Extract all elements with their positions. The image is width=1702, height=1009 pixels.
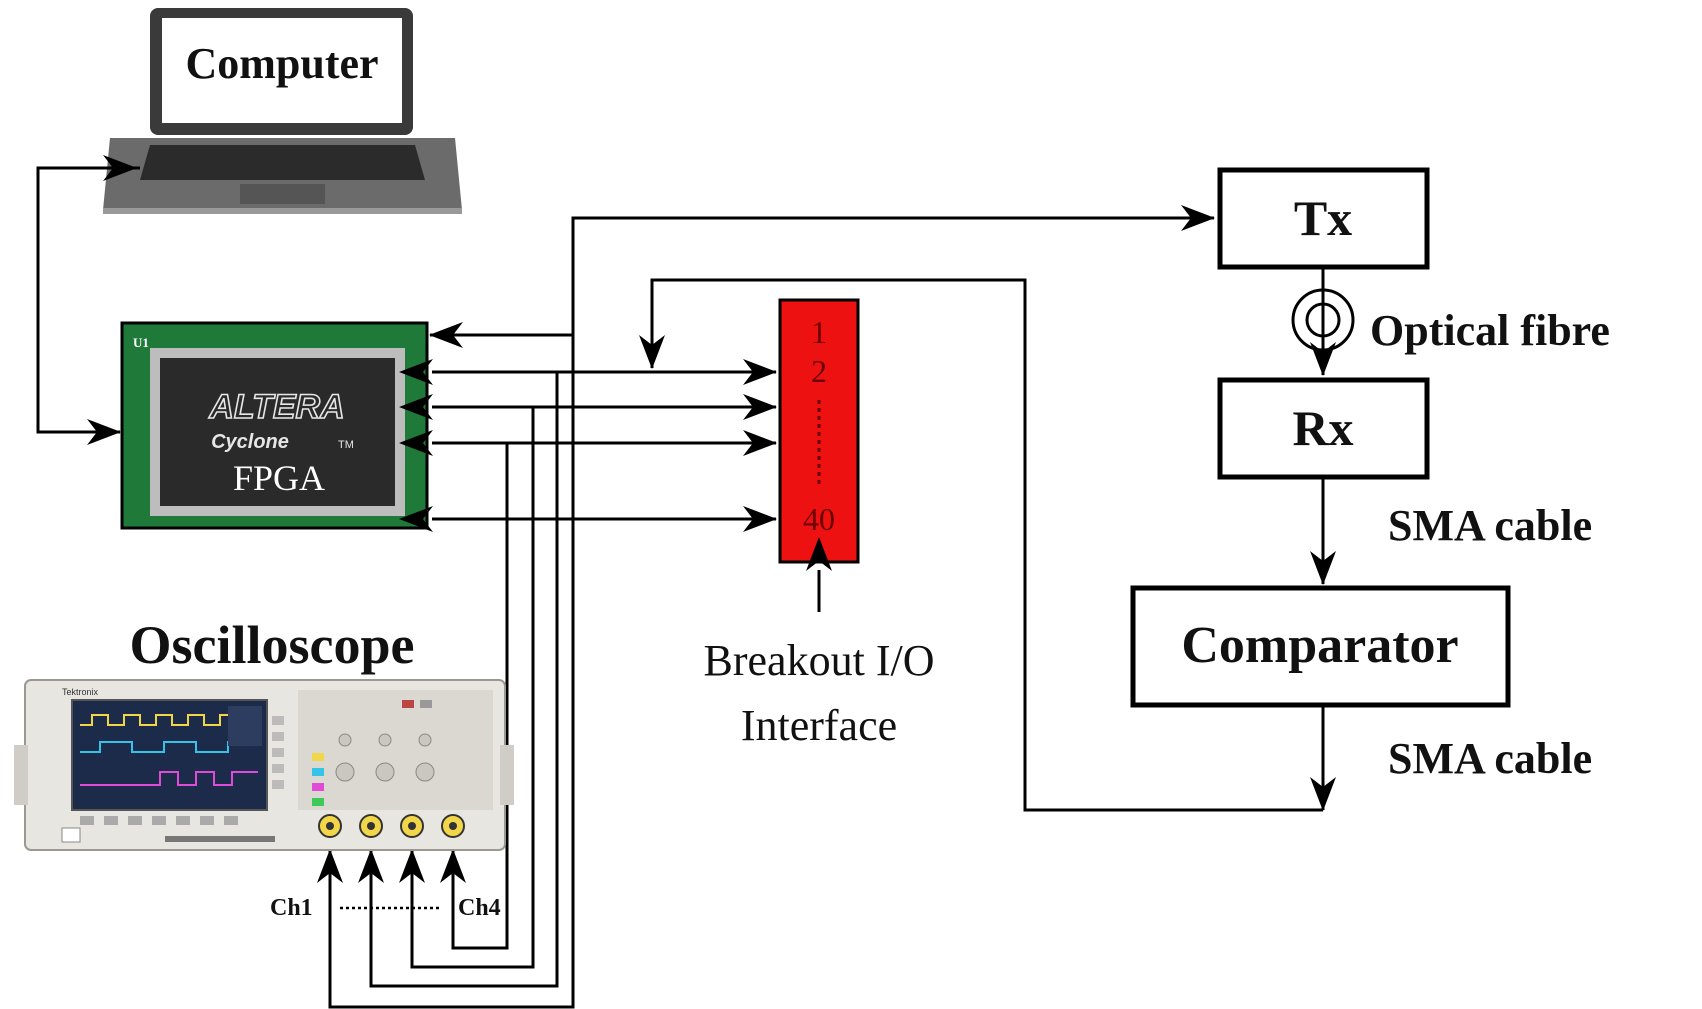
control-panel <box>298 690 493 810</box>
pin-2: 2 <box>811 353 827 389</box>
power-button[interactable] <box>62 828 80 842</box>
knob-3[interactable] <box>379 734 391 746</box>
breakout-label-1: Breakout I/O <box>704 636 935 685</box>
bnc-ch3-core <box>408 822 416 830</box>
computer-laptop: Computer <box>103 8 462 214</box>
single-btn[interactable] <box>420 700 432 708</box>
softkey-5[interactable] <box>176 816 190 825</box>
menu-btn-2[interactable] <box>272 732 284 741</box>
breakout-label-2: Interface <box>741 701 897 750</box>
menu-btn-1[interactable] <box>272 716 284 725</box>
usb-slot <box>165 836 275 842</box>
softkey-7[interactable] <box>224 816 238 825</box>
scope-brand: Tektronix <box>62 687 99 697</box>
trademark: TM <box>338 439 354 451</box>
knob-5[interactable] <box>419 734 431 746</box>
scope-handle-right <box>500 745 514 805</box>
scope-handle-left <box>14 745 28 805</box>
softkey-2[interactable] <box>104 816 118 825</box>
oscilloscope: Oscilloscope Tektronix <box>14 615 514 850</box>
softkey-1[interactable] <box>80 816 94 825</box>
sma-cable-label-1: SMA cable <box>1388 501 1592 550</box>
softkey-3[interactable] <box>128 816 142 825</box>
tx-block: Tx <box>1220 170 1427 267</box>
ch2-btn[interactable] <box>312 768 324 776</box>
sma-cable-label-2: SMA cable <box>1388 734 1592 783</box>
knob-4[interactable] <box>376 763 394 781</box>
softkey-6[interactable] <box>200 816 214 825</box>
rx-block: Rx <box>1220 380 1427 477</box>
fpga-board: U1 ALTERA Cyclone TM FPGA <box>122 323 427 528</box>
pin-1: 1 <box>811 314 827 350</box>
menu-btn-4[interactable] <box>272 764 284 773</box>
bnc-ch2-core <box>367 822 375 830</box>
keyboard <box>140 145 425 180</box>
comparator-label: Comparator <box>1181 617 1458 674</box>
touchpad <box>240 184 325 204</box>
board-ref: U1 <box>133 335 149 350</box>
fpga-to-tx-wire <box>573 218 1214 335</box>
cyclone-logo: Cyclone <box>211 431 289 453</box>
knob-6[interactable] <box>416 763 434 781</box>
knob-1[interactable] <box>339 734 351 746</box>
run-stop-btn[interactable] <box>402 700 414 708</box>
ch4-btn[interactable] <box>312 798 324 806</box>
softkey-4[interactable] <box>152 816 166 825</box>
fibre-coil: Optical fibre <box>1293 267 1610 375</box>
comparator-block: Comparator <box>1133 588 1508 705</box>
tx-label: Tx <box>1294 190 1352 246</box>
bnc-ch1-core <box>326 822 334 830</box>
ch1-btn[interactable] <box>312 753 324 761</box>
bnc-ch4-core <box>449 822 457 830</box>
ch3-btn[interactable] <box>312 783 324 791</box>
scope-readout <box>228 706 262 746</box>
oscilloscope-label: Oscilloscope <box>130 615 415 675</box>
ch1-label: Ch1 <box>270 895 313 921</box>
ch4-label: Ch4 <box>458 895 501 921</box>
knob-2[interactable] <box>336 763 354 781</box>
pin-40: 40 <box>803 501 835 537</box>
laptop-edge <box>103 208 462 214</box>
fibre-label: Optical fibre <box>1370 306 1610 355</box>
menu-btn-3[interactable] <box>272 748 284 757</box>
altera-logo: ALTERA <box>208 388 344 426</box>
menu-btn-5[interactable] <box>272 780 284 789</box>
computer-label: Computer <box>185 39 378 88</box>
breakout-io: 1 2 40 Breakout I/O Interface <box>704 300 935 750</box>
rx-label: Rx <box>1292 400 1353 456</box>
fpga-label: FPGA <box>233 458 325 498</box>
